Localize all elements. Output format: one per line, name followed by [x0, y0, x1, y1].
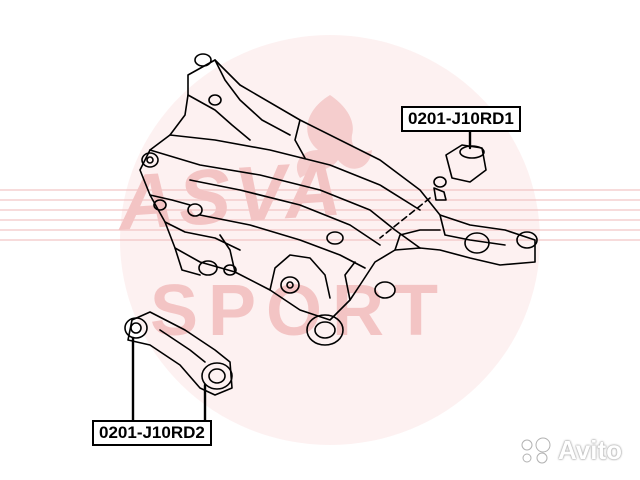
bushing-rd1 [433, 144, 487, 201]
watermark-brand-bottom: SPORT [150, 271, 449, 351]
part-number-label: 0201-J10RD1 [401, 106, 521, 132]
assembly-guide-line [379, 197, 431, 239]
lower-arm [124, 311, 233, 396]
avito-dots-icon [521, 437, 551, 463]
watermark-logo [0, 35, 640, 445]
rear-subframe [139, 59, 536, 321]
part-number-label: 0201-J10RD2 [92, 420, 212, 446]
marketplace-logo: Avito [519, 435, 622, 466]
subframe-mount-points [141, 53, 538, 346]
marketplace-logo-text: Avito [557, 435, 622, 465]
